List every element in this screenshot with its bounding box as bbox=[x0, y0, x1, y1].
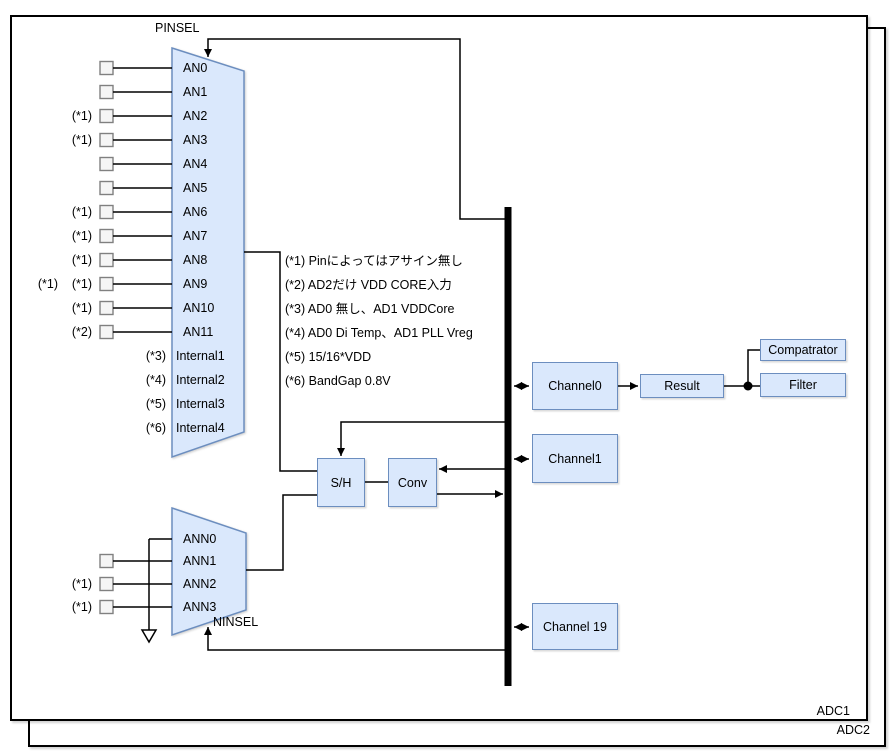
pinsel-input-an0: AN0 bbox=[183, 61, 208, 75]
pinsel-input-internal1: Internal1 bbox=[176, 349, 225, 363]
pinsel-note-an10: (*1) bbox=[71, 301, 92, 315]
pinsel-input-an3: AN3 bbox=[183, 133, 208, 147]
channel19-block: Channel 19 bbox=[532, 603, 618, 650]
footnote-6: (*6) BandGap 0.8V bbox=[285, 374, 391, 388]
adc1-frame bbox=[10, 15, 868, 721]
footnote-5: (*5) 15/16*VDD bbox=[285, 350, 372, 364]
ninsel-pins bbox=[99, 538, 172, 630]
pinsel-note-an7: (*1) bbox=[71, 229, 92, 243]
pinsel-input-an6: AN6 bbox=[183, 205, 208, 219]
pinsel-title: PINSEL bbox=[155, 21, 200, 35]
channel1-block: Channel1 bbox=[532, 434, 618, 483]
converter-block: Conv bbox=[388, 458, 437, 507]
footnote-3: (*3) AD0 無し、AD1 VDDCore bbox=[285, 302, 455, 316]
ninsel-note-ann2: (*1) bbox=[71, 577, 92, 591]
pinsel-note-an9: (*1) bbox=[71, 277, 92, 291]
pinsel-input-internal4: Internal4 bbox=[176, 421, 225, 435]
adc2-frame-label: ADC2 bbox=[836, 723, 870, 737]
pinsel-input-an7: AN7 bbox=[183, 229, 208, 243]
ninsel-input-ann2: ANN2 bbox=[183, 577, 217, 591]
pinsel-input-an1: AN1 bbox=[183, 85, 208, 99]
pinsel-input-an5: AN5 bbox=[183, 181, 208, 195]
junction-dot bbox=[743, 381, 753, 391]
pinsel-note-an2: (*1) bbox=[71, 109, 92, 123]
footnote-1: (*1) Pinによってはアサイン無し bbox=[285, 254, 463, 268]
pinsel-input-an9: AN9 bbox=[183, 277, 208, 291]
pinsel-input-an8: AN8 bbox=[183, 253, 208, 267]
pinsel-input-internal3: Internal3 bbox=[176, 397, 225, 411]
wires bbox=[204, 38, 760, 651]
comparator-block: Compatrator bbox=[760, 339, 846, 361]
pinsel-note-an8: (*1) bbox=[71, 253, 92, 267]
pinsel-pins bbox=[99, 60, 172, 340]
pinsel-input-an10: AN10 bbox=[183, 301, 215, 315]
pinsel-note-an6: (*1) bbox=[71, 205, 92, 219]
filter-block: Filter bbox=[760, 373, 846, 397]
ninsel-note-ann3: (*1) bbox=[71, 600, 92, 614]
pinsel-input-an11: AN11 bbox=[183, 325, 214, 339]
pinsel-note-internal4: (*6) bbox=[145, 421, 166, 435]
pinsel-input-an2: AN2 bbox=[183, 109, 208, 123]
pinsel-note-internal3: (*5) bbox=[145, 397, 166, 411]
pinsel-mux-shape bbox=[171, 46, 245, 459]
pinsel-input-internal2: Internal2 bbox=[176, 373, 225, 387]
adc1-frame-label: ADC1 bbox=[816, 704, 850, 718]
pinsel-note-internal1: (*3) bbox=[145, 349, 166, 363]
ground-symbol bbox=[140, 629, 158, 644]
pinsel-note-an9-outer: (*1) bbox=[37, 277, 58, 291]
sample-hold-block: S/H bbox=[317, 458, 365, 507]
footnote-2: (*2) AD2だけ VDD CORE入力 bbox=[285, 278, 452, 292]
ninsel-mux-shape bbox=[171, 506, 247, 637]
pinsel-note-an11: (*2) bbox=[71, 325, 92, 339]
ninsel-input-ann3: ANN3 bbox=[183, 600, 217, 614]
ninsel-input-ann0: ANN0 bbox=[183, 532, 217, 546]
result-block: Result bbox=[640, 374, 724, 398]
ninsel-input-ann1: ANN1 bbox=[183, 554, 217, 568]
ninsel-title: NINSEL bbox=[213, 615, 259, 629]
pinsel-input-an4: AN4 bbox=[183, 157, 208, 171]
pinsel-note-internal2: (*4) bbox=[145, 373, 166, 387]
pinsel-note-an3: (*1) bbox=[71, 133, 92, 147]
footnote-4: (*4) AD0 Di Temp、AD1 PLL Vreg bbox=[285, 326, 473, 340]
channel0-block: Channel0 bbox=[532, 362, 618, 410]
